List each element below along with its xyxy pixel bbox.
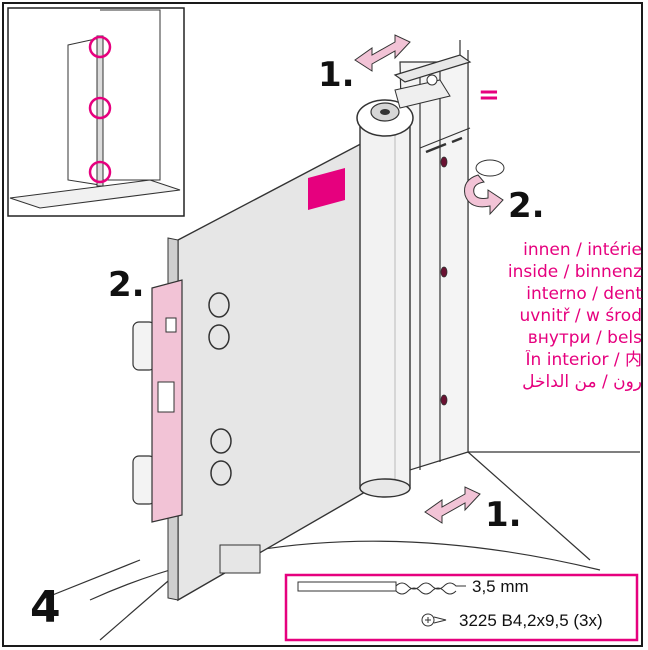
inside-text-de-fr: innen / intérie [523, 240, 642, 260]
step-2-right-label: 2. [508, 186, 545, 226]
move-arrow-top [354, 34, 411, 72]
step-number: 4 [30, 582, 61, 633]
hinge-highlight-bottom [88, 160, 112, 184]
door-holes [208, 292, 232, 486]
spirit-level [132, 279, 183, 523]
step-1-bottom-label: 1. [485, 495, 522, 535]
inside-text-ro-zh: În interior / 内 [525, 350, 642, 370]
wall-screw-holes [440, 156, 448, 406]
hinge-highlight-top [88, 35, 112, 59]
hinge-highlight-middle [88, 96, 112, 120]
hinge-cylinder [356, 74, 451, 498]
inside-text-en-nl: inside / binnenz [507, 262, 642, 282]
step-1-top-label: 1. [318, 55, 355, 95]
rotate-arrow [464, 159, 505, 216]
step-2-left-label: 2. [108, 265, 145, 305]
equal-distance-marker [419, 127, 471, 154]
drill-bit-icon [297, 581, 466, 595]
inside-text-cs-pl: uvnitř / w środ [519, 306, 643, 326]
overview-inset [7, 7, 185, 217]
drill-size-text: 3,5 mm [472, 577, 529, 596]
screw-icon [421, 613, 447, 627]
marking-label [308, 168, 345, 210]
move-arrow-bottom [424, 486, 481, 524]
inside-text-ar: رون / من الداخل [522, 372, 642, 392]
parts-box [284, 573, 639, 642]
wall-profile [393, 54, 472, 471]
inside-text-ru: внутри / bels [527, 328, 642, 348]
equal-sign: = [478, 80, 500, 110]
screw-spec-text: 3225 B4,2x9,5 (3x) [459, 611, 603, 630]
door-panel [167, 136, 373, 602]
inside-text-it: interno / dent [526, 284, 642, 304]
